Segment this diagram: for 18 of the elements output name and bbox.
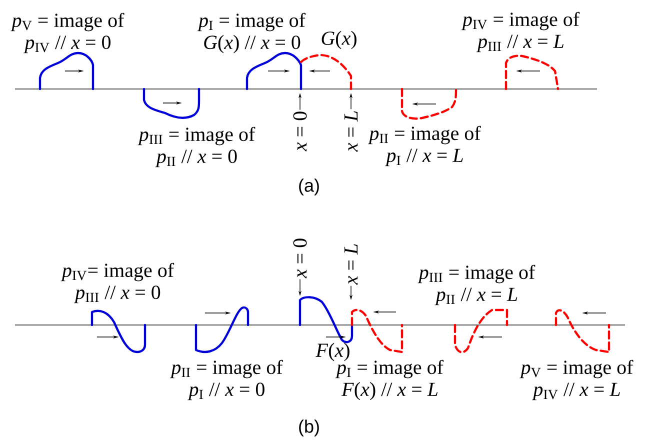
image-label: p$_{III}$ = image of p$_{II}$ // x = L	[418, 264, 536, 306]
image-label: p$_{V}$ = image of p$_{IV}$ // x = L	[520, 360, 634, 400]
image-label: p$_{IV}$ = image of p$_{III}$ // x = L	[461, 12, 580, 52]
image-label: p$_{III}$ = image of p$_{II}$ // x = 0	[138, 126, 256, 168]
image-label: p$_{V}$ = image of p$_{IV}$ // x = 0	[10, 12, 124, 54]
position-label: x = L	[344, 244, 358, 285]
function-label: F(x)	[316, 342, 350, 362]
position-label: x = 0	[293, 112, 307, 152]
panel-label: (b)	[299, 420, 319, 436]
position-label: x = L	[344, 111, 358, 152]
image-label: p$_{II}$ = image of p$_{I}$ // x = L	[368, 126, 481, 166]
image-label: p$_{II}$ = image of p$_{I}$ // x = 0	[170, 360, 283, 400]
image-label: p$_{IV}$= image of p$_{III}$ // x = 0	[60, 262, 174, 304]
image-label: p$_{I}$ = image of G(x) // x = 0	[197, 12, 306, 54]
function-label: G(x)	[322, 30, 356, 50]
position-label: x = 0	[293, 238, 307, 278]
panel-label: (a)	[299, 178, 319, 196]
image-label: p$_{I}$ = image of F(x) // x = L	[335, 360, 444, 400]
